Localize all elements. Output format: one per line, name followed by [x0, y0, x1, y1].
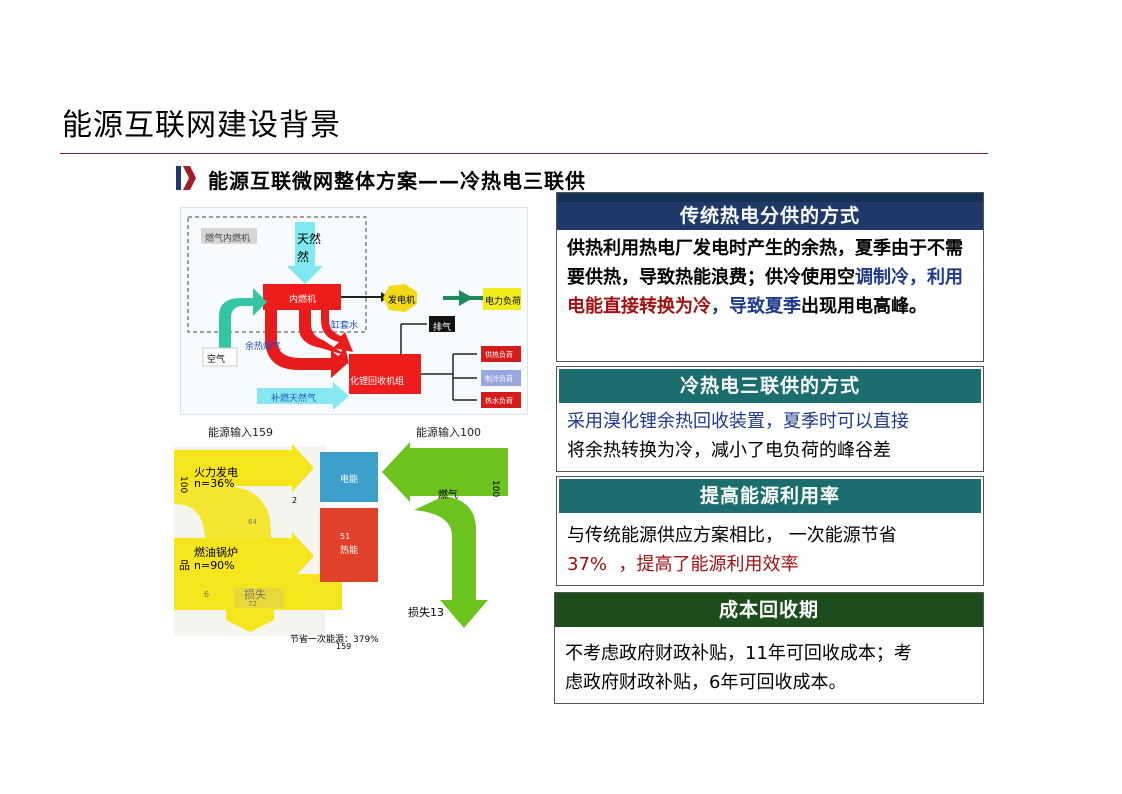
left-side-value: 100: [178, 476, 188, 494]
payback-line-1: 不考虑政府财政补贴，11年可回收成本；考: [565, 643, 912, 664]
efficiency-body: 与传统能源供应方案相比， 一次能源节省 37% ，提高了能源利用效率: [557, 515, 983, 583]
boiler-side-label: 品: [179, 559, 190, 572]
waste-heat-flue-label: 余热烟气: [245, 342, 282, 352]
cchp-flow-diagram: 燃气内燃机 天然 然 内燃机 发电机 电力负荷 排气 缸套水 余热烟气 空气 溴…: [180, 207, 528, 415]
right-input-label: 能源输入100: [416, 426, 481, 439]
left-loss-value: 72: [248, 600, 257, 608]
heat-label: 热能: [340, 546, 359, 556]
electric-label: 电能: [340, 475, 359, 485]
left-input-label: 能源输入159: [208, 426, 273, 439]
power-load-label: 电力负荷: [485, 297, 522, 307]
section-marker-icon: [176, 166, 196, 190]
gas-engine-label: 燃气内燃机: [205, 234, 251, 244]
cchp-box: 冷热电三联供的方式 采用溴化锂余热回收装置，夏季时可以直接 将余热转换为冷，减小…: [556, 366, 984, 472]
flow-value-64: 64: [248, 518, 257, 526]
generator-label: 发电机: [388, 296, 416, 306]
cylinder-water-label: 缸套水: [331, 321, 359, 331]
traditional-text-2: 调制冷，利用: [855, 267, 963, 288]
payback-body: 不考虑政府财政补贴，11年可回收成本；考 虑政府财政补贴，6年可回收成本。: [555, 627, 983, 701]
traditional-body: 供热利用热电厂发电时产生的余热，夏季由于不需要供热，导致热能浪费；供冷使用空调制…: [557, 230, 983, 325]
supplementary-gas-label: 补燃天然气: [271, 394, 317, 404]
natural-gas-label: 天然: [297, 232, 322, 246]
boiler-eff-label: n=90%: [194, 559, 235, 572]
payback-heading: 成本回收期: [555, 593, 983, 627]
payback-line-2: 虑政府财政补贴，6年可回收成本。: [565, 672, 847, 693]
cchp-line-2: 将余热转换为冷，减小了电负荷的峰谷差: [567, 440, 891, 461]
natural-gas-label-2: 然: [297, 250, 310, 264]
left-loss-label: 损失: [244, 588, 266, 601]
efficiency-line-2: ，提高了能源利用效率: [618, 554, 799, 575]
flow-value-6: 6: [204, 590, 210, 599]
page-title: 能源互联网建设背景: [62, 108, 341, 143]
section-subtitle: 能源互联微网整体方案——冷热电三联供: [208, 169, 586, 193]
energy-sankey-diagram: 能源输入159 能源输入100 火力发电 n=36% 100 燃油锅炉 品 n=…: [174, 420, 530, 660]
thermal-eff-label: n=36%: [194, 477, 235, 490]
air-label: 空气: [207, 355, 226, 365]
cchp-heading: 冷热电三联供的方式: [559, 369, 981, 403]
output-hotwater-label: 热水负荷: [485, 397, 513, 405]
traditional-text-highlight: 电能直接转换为冷: [567, 296, 711, 317]
traditional-box: 传统热电分供的方式 供热利用热电厂发电时产生的余热，夏季由于不需要供热，导致热能…: [556, 192, 984, 362]
traditional-text-1: 供热利用热电厂发电时产生的余热，夏季由于不需要供热，导致热能浪费；供冷使用空: [567, 238, 963, 288]
exhaust-label: 排气: [433, 323, 452, 333]
title-divider: [60, 153, 988, 154]
recovery-unit-label: 溴化锂回收机组: [341, 377, 405, 387]
efficiency-line-1: 与传统能源供应方案相比， 一次能源节省: [567, 525, 897, 546]
cchp-line-1: 采用溴化锂余热回收装置，夏季时可以直接: [567, 411, 909, 432]
efficiency-percent: 37%: [567, 554, 608, 575]
traditional-text-4: ，导致夏季: [711, 296, 801, 317]
heat-value: 51: [340, 532, 351, 541]
gas-label: 燃气: [438, 490, 458, 501]
engine-label: 内燃机: [289, 295, 317, 305]
thermal-power-label: 火力发电: [194, 466, 238, 479]
traditional-text-5: 出现用电高峰。: [801, 296, 927, 317]
saving-label: 节省一次能源：379%: [290, 635, 379, 645]
output-heating-label: 供热负荷: [485, 351, 513, 359]
output-cooling-label: 制冷负荷: [485, 375, 513, 383]
saving-value: 159: [336, 642, 352, 651]
right-loss-label: 损失13: [408, 606, 444, 619]
payback-box: 成本回收期 不考虑政府财政补贴，11年可回收成本；考 虑政府财政补贴，6年可回收…: [554, 592, 984, 704]
flow-value-2: 2: [292, 496, 298, 505]
efficiency-box: 提高能源利用率 与传统能源供应方案相比， 一次能源节省 37% ，提高了能源利用…: [556, 476, 984, 586]
boiler-label: 燃油锅炉: [194, 546, 238, 559]
traditional-heading: 传统热电分供的方式: [557, 193, 983, 230]
right-side-value: 100: [490, 480, 500, 498]
cchp-body: 采用溴化锂余热回收装置，夏季时可以直接 将余热转换为冷，减小了电负荷的峰谷差: [557, 405, 983, 469]
efficiency-heading: 提高能源利用率: [559, 479, 981, 513]
